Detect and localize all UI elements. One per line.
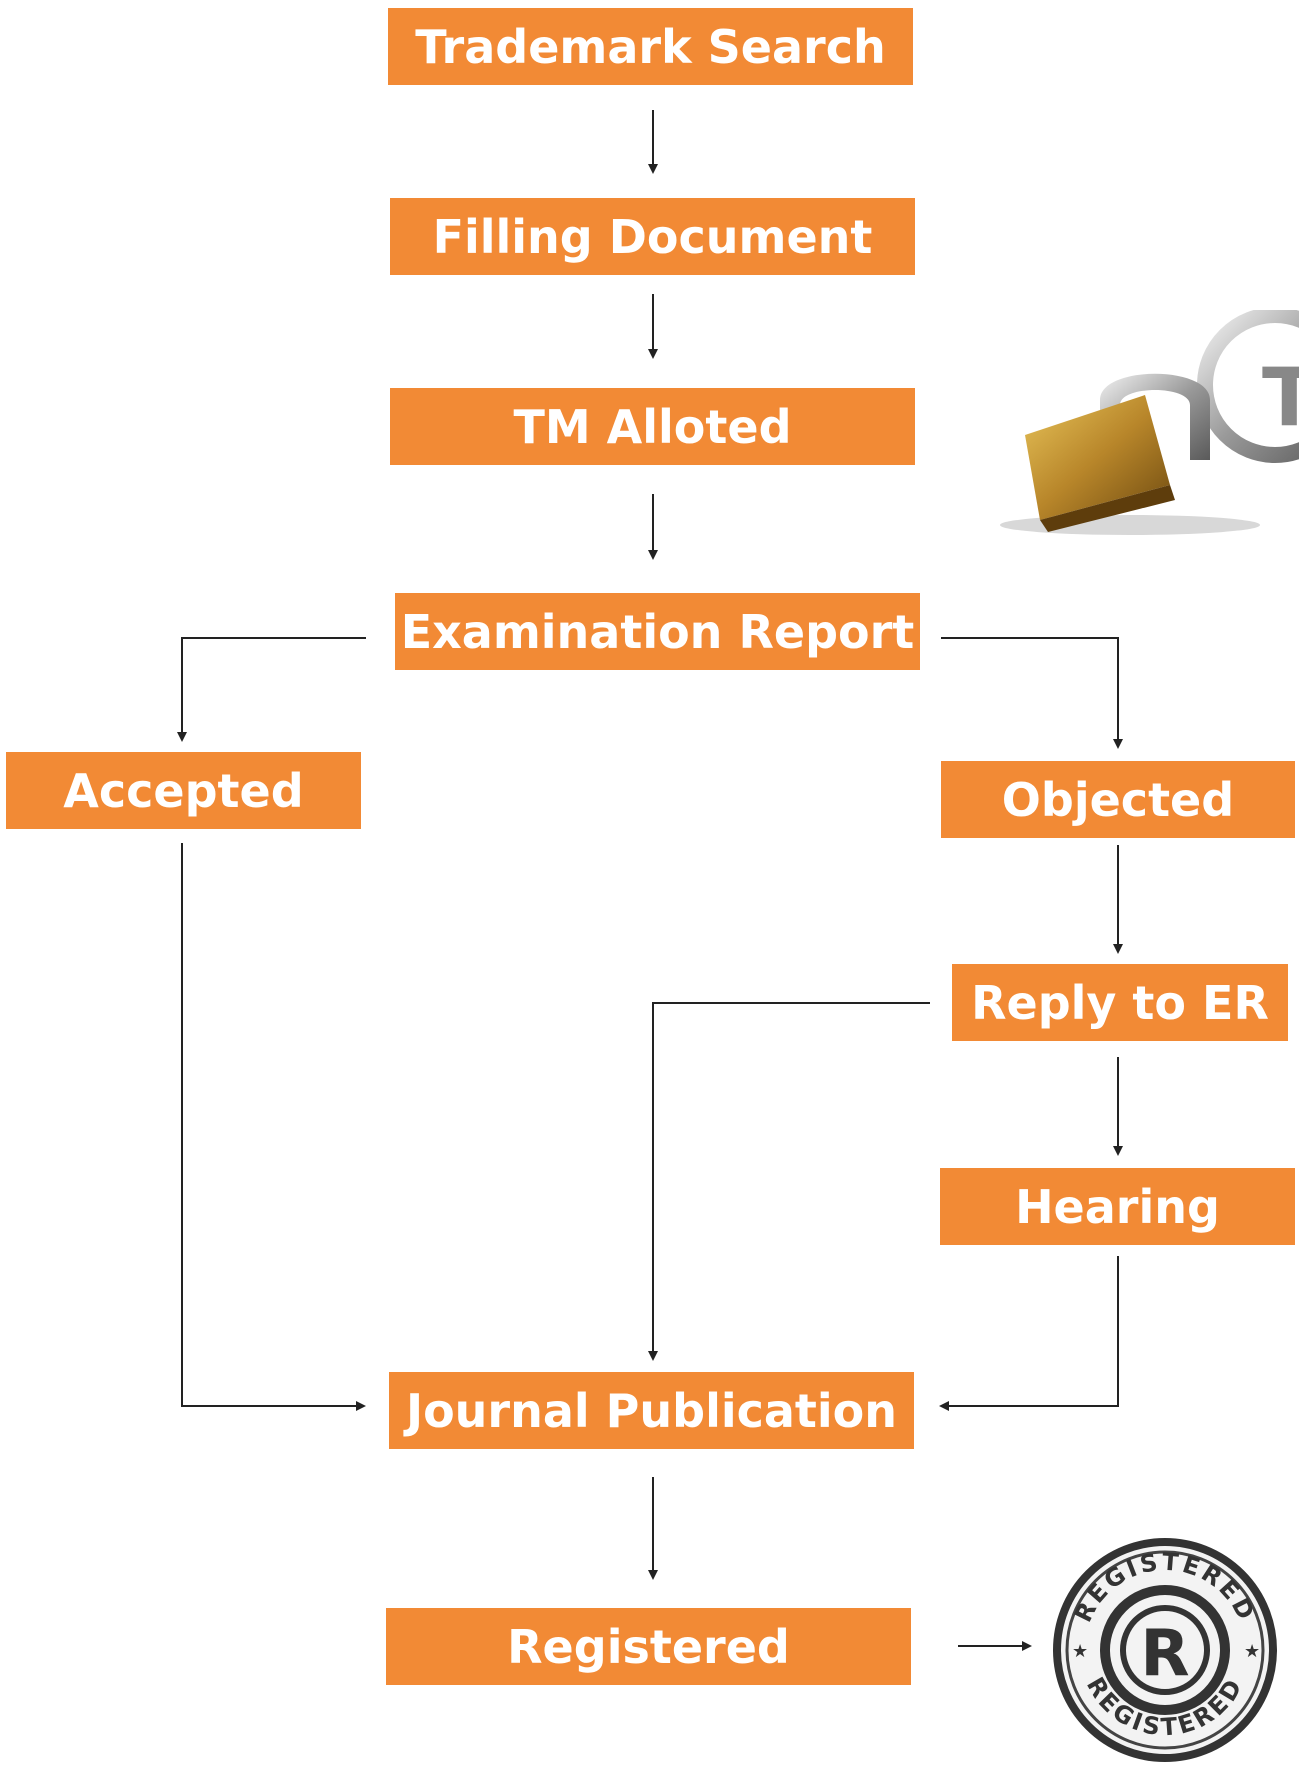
node-reply-to-er: Reply to ER bbox=[952, 964, 1288, 1041]
arrow-exam-to-accepted bbox=[177, 637, 366, 742]
svg-text:T: T bbox=[1262, 351, 1299, 444]
node-trademark-search: Trademark Search bbox=[388, 8, 913, 85]
arrow-accepted-to-journal bbox=[181, 843, 366, 1411]
svg-text:★: ★ bbox=[1072, 1641, 1088, 1662]
node-hearing: Hearing bbox=[940, 1168, 1295, 1245]
padlock-tm-illustration: T bbox=[1000, 310, 1299, 535]
node-tm-alloted: TM Alloted bbox=[390, 388, 915, 465]
node-examination-report: Examination Report bbox=[395, 593, 920, 670]
node-objected: Objected bbox=[941, 761, 1295, 838]
node-registered: Registered bbox=[386, 1608, 911, 1685]
svg-text:★: ★ bbox=[1244, 1641, 1260, 1662]
node-filling-document: Filling Document bbox=[390, 198, 915, 275]
registered-stamp-icon: R REGISTERED REGISTERED ★ ★ bbox=[1053, 1538, 1277, 1762]
arrow-reply-to-journal bbox=[648, 1002, 930, 1361]
node-journal-publication: Journal Publication bbox=[389, 1372, 914, 1449]
arrow-exam-to-objected bbox=[941, 637, 1123, 749]
arrow-hearing-to-journal bbox=[939, 1256, 1119, 1411]
svg-text:R: R bbox=[1140, 1617, 1189, 1691]
node-accepted: Accepted bbox=[6, 752, 361, 829]
